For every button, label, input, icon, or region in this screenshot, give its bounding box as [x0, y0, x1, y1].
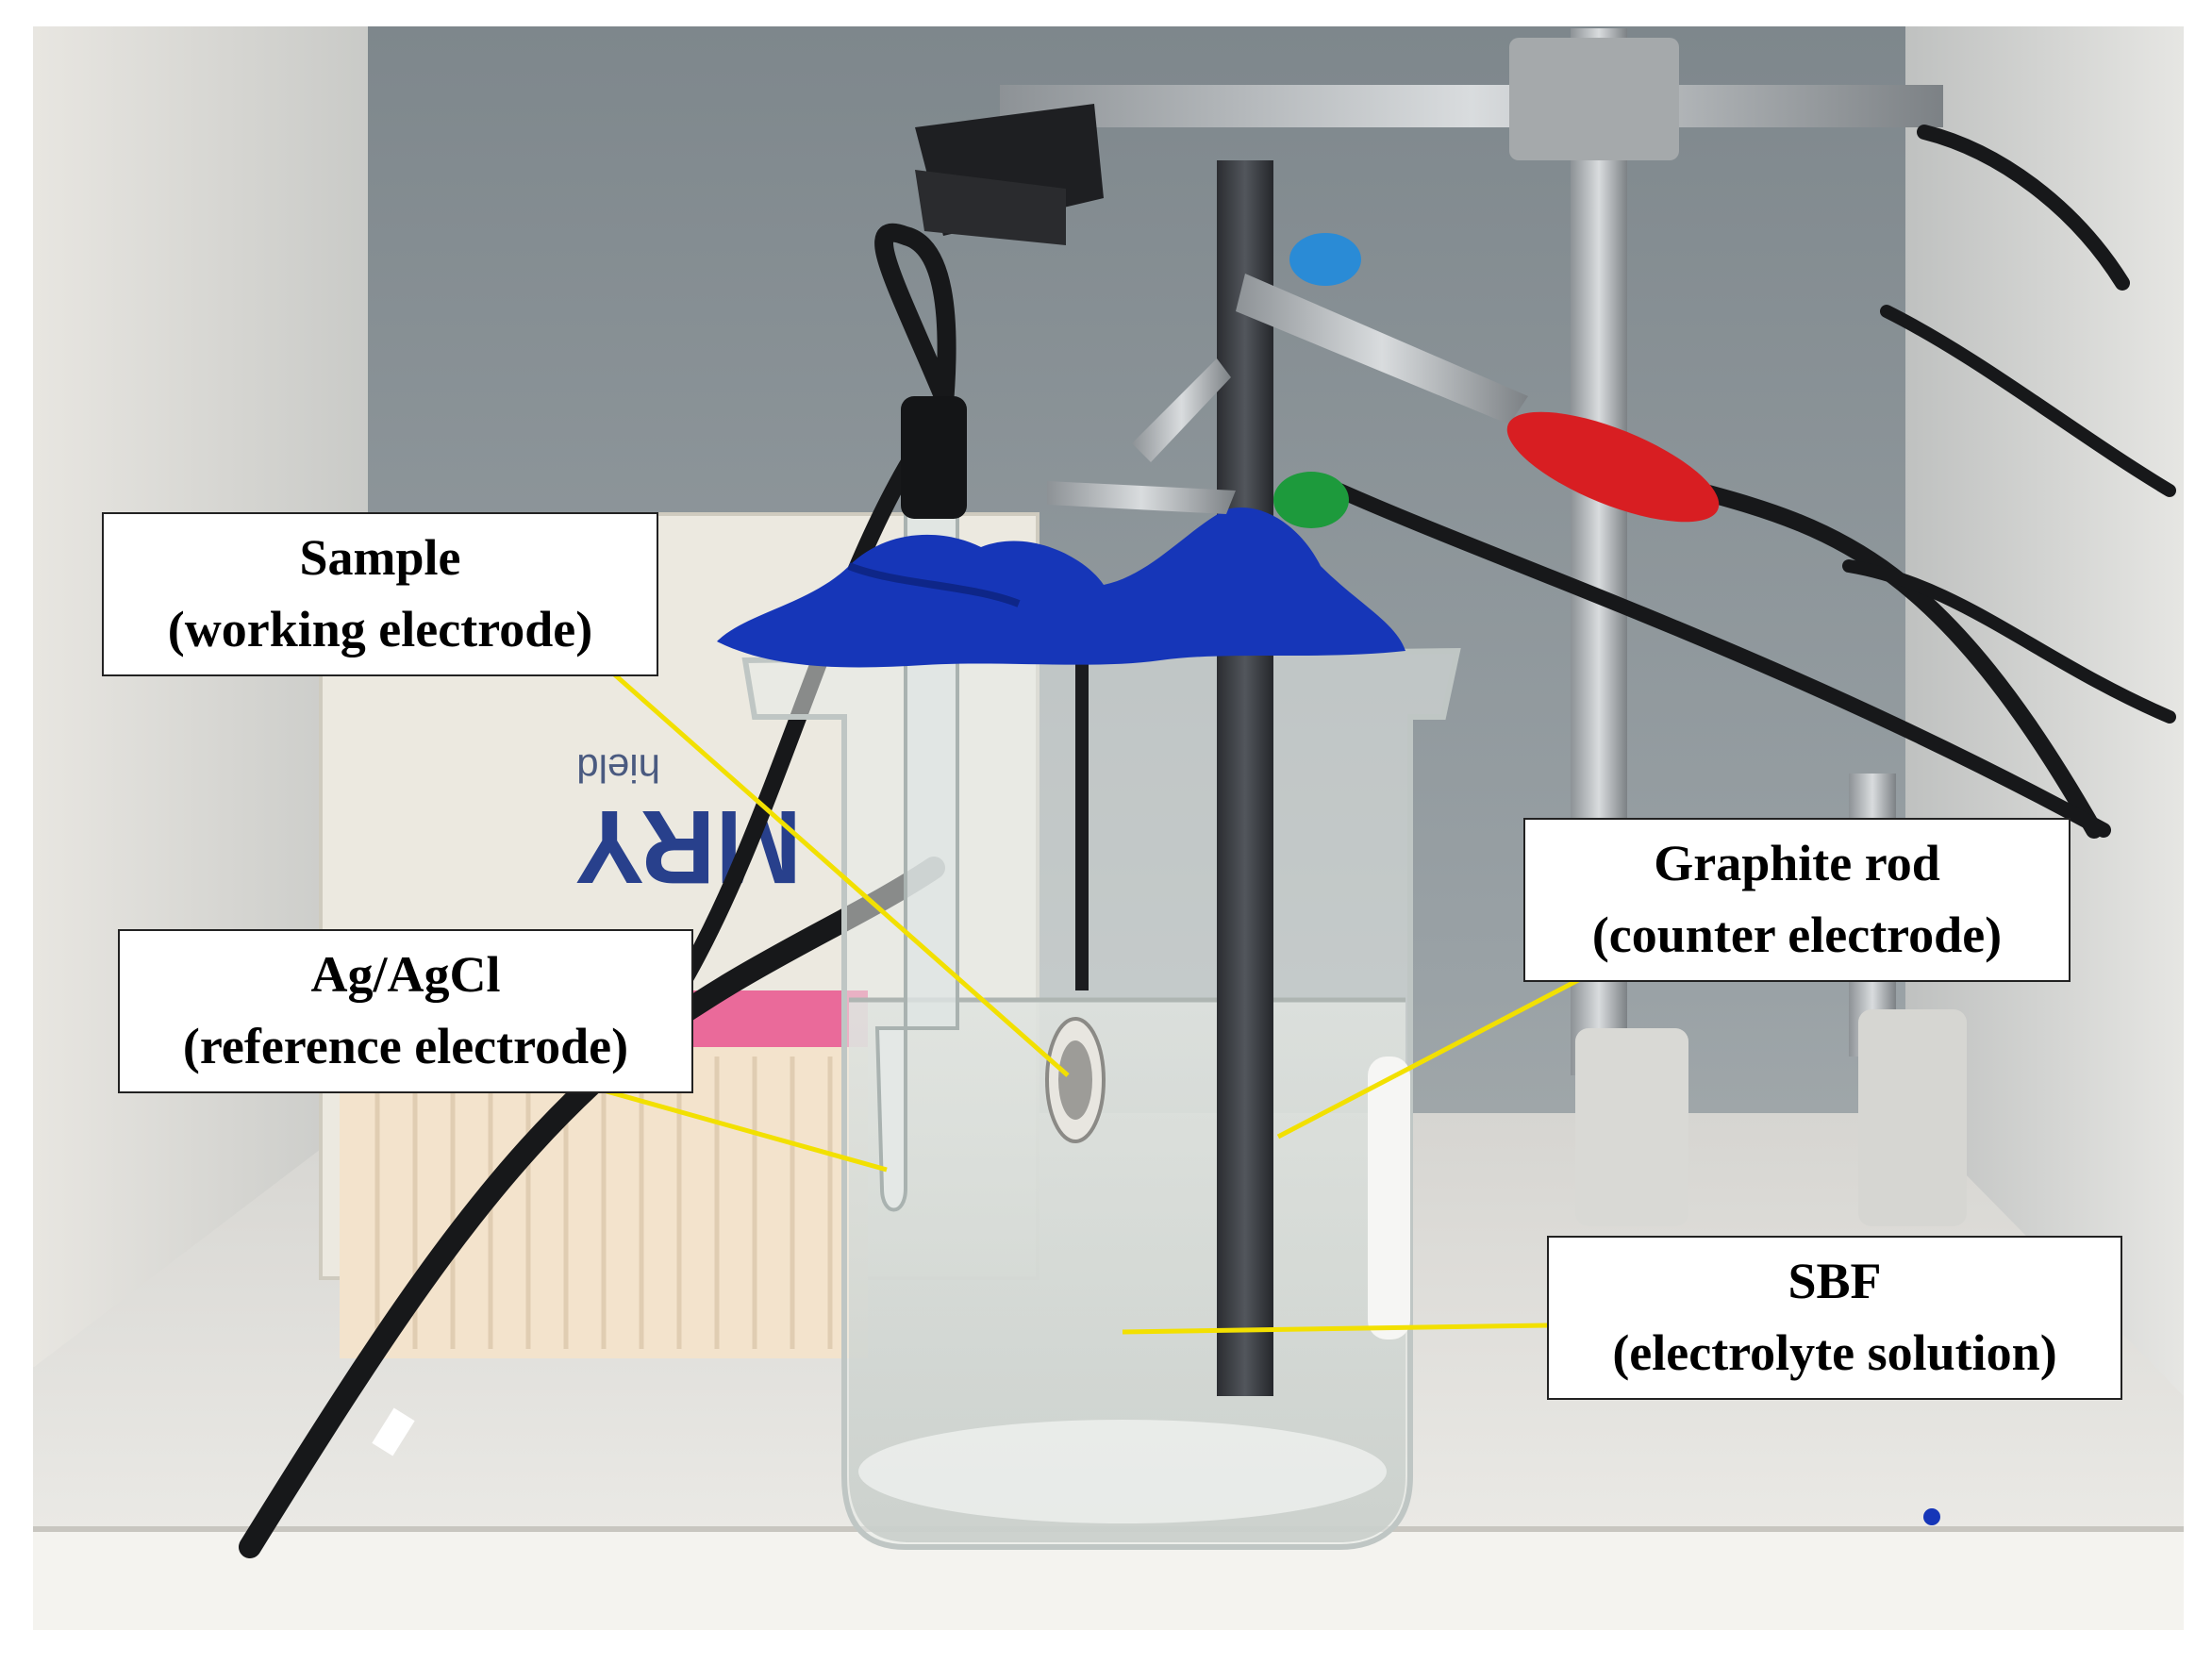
- plug-red: [1506, 411, 1720, 523]
- putty-speck: [1923, 1508, 1940, 1525]
- leader-line-sample: [609, 670, 1070, 1077]
- stand-foot-right: [1858, 1009, 1967, 1226]
- working-electrode: [1045, 660, 1106, 1143]
- plug-green: [1273, 472, 1349, 528]
- sample-wire: [1075, 660, 1089, 990]
- clamp-holder: [1509, 38, 1679, 160]
- plug-blue: [1289, 233, 1361, 286]
- leader-line-graphite: [1276, 964, 1605, 1140]
- label-sample-subtitle: (working electrode): [167, 601, 593, 657]
- label-graphite-rod: Graphite rod (counter electrode): [1523, 818, 2071, 982]
- right-wall: [1905, 26, 2184, 1415]
- label-sbf: SBF (electrolyte solution): [1547, 1236, 2122, 1400]
- cables: [239, 125, 2176, 1558]
- label-reference-title: Ag/AgCl: [310, 946, 501, 1003]
- label-sbf-subtitle: (electrolyte solution): [1612, 1324, 2057, 1381]
- blue-putty: [717, 508, 1405, 668]
- box-text-small: hield: [576, 746, 660, 790]
- clamp-arm: [1000, 85, 1943, 127]
- label-reference-subtitle: (reference electrode): [182, 1018, 629, 1074]
- beaker-label-sticker: [1368, 1057, 1410, 1340]
- stand-foot-left: [1575, 1028, 1688, 1226]
- label-graphite-title: Graphite rod: [1654, 835, 1940, 891]
- label-sbf-title: SBF: [1788, 1253, 1882, 1309]
- label-graphite-subtitle: (counter electrode): [1591, 907, 2003, 963]
- graphite-rod: [1217, 160, 1273, 1396]
- clamp-grip-lower: [915, 170, 1066, 245]
- label-sample: Sample (working electrode): [102, 512, 658, 676]
- label-reference-electrode: Ag/AgCl (reference electrode): [118, 929, 693, 1093]
- clip-graphite: [1236, 274, 1528, 424]
- cable-marker: [372, 1407, 415, 1456]
- leader-line-sbf: [1122, 1323, 1548, 1335]
- reference-electrode-cap: [901, 396, 967, 519]
- clip-sample: [1047, 481, 1236, 514]
- connector-clips: [1047, 233, 1720, 528]
- label-sample-title: Sample: [299, 529, 461, 586]
